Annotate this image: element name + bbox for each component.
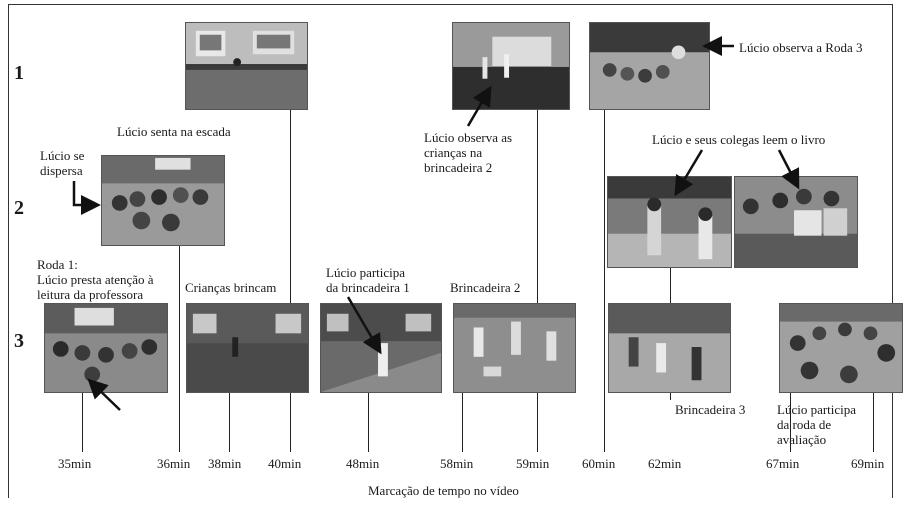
annotation-escada: Lúcio senta na escada <box>117 124 231 139</box>
tick-label: 36min <box>157 456 191 471</box>
row-label-2: 2 <box>14 197 24 219</box>
photo-escada <box>185 22 308 110</box>
timeline-line-59 <box>537 110 538 452</box>
photo-roda1 <box>44 303 168 393</box>
tick-label: 35min <box>58 456 92 471</box>
row-label-3: 3 <box>14 330 24 352</box>
annotation-participa-line1: Lúcio participa <box>326 265 406 280</box>
annotation-avaliacao-line1: Lúcio participa <box>777 402 857 417</box>
annotation-brincadeira3: Brincadeira 3 <box>675 402 746 417</box>
timeline-frame <box>8 4 893 498</box>
photo-leem-livro-2 <box>734 176 858 268</box>
annotation-observa-line2: crianças na <box>424 145 483 160</box>
row-label-1: 1 <box>14 62 24 84</box>
timeline-line-38 <box>229 335 230 452</box>
annotation-leem: Lúcio e seus colegas leem o livro <box>652 132 826 147</box>
annotation-avaliacao-line2: da roda de <box>777 417 832 432</box>
annotation-dispersa-line1: Lúcio se <box>40 148 85 163</box>
photo-brincadeira3 <box>608 303 731 393</box>
photo-leem-livro-1 <box>607 176 732 268</box>
timeline-line-48 <box>368 340 369 452</box>
annotation-participa-line2: da brincadeira 1 <box>326 280 410 295</box>
annotation-observa-line3: brincadeira 2 <box>424 160 493 175</box>
tick-label: 48min <box>346 456 380 471</box>
tick-label: 69min <box>851 456 885 471</box>
tick-label: 59min <box>516 456 550 471</box>
annotation-roda1-line1: Roda 1: <box>37 257 78 272</box>
tick-label: 58min <box>440 456 474 471</box>
photo-observa-brincadeira2 <box>452 22 570 110</box>
timeline-line-60 <box>604 110 605 452</box>
timeline-line-62 <box>670 195 671 400</box>
tick-label: 67min <box>766 456 800 471</box>
timeline-line-67 <box>790 340 791 452</box>
annotation-roda1-line2: Lúcio presta atenção à <box>37 272 154 287</box>
annotation-brincam: Crianças brincam <box>185 280 277 295</box>
annotation-roda3: Lúcio observa a Roda 3 <box>739 40 863 55</box>
photo-participa-brincadeira1 <box>320 303 442 393</box>
timeline-line-35 <box>82 390 83 452</box>
x-axis-label: Marcação de tempo no vídeo <box>368 483 519 498</box>
tick-label: 38min <box>208 456 242 471</box>
photo-roda-avaliacao <box>779 303 903 393</box>
annotation-roda1-line3: leitura da professora <box>37 287 144 302</box>
tick-label: 62min <box>648 456 682 471</box>
photo-dispersa <box>101 155 225 246</box>
photo-criancas-brincam <box>186 303 309 393</box>
timeline-line-69 <box>873 366 874 452</box>
annotation-avaliacao-line3: avaliação <box>777 432 827 447</box>
annotation-dispersa-line2: dispersa <box>40 163 83 178</box>
timeline-line-40 <box>290 110 291 452</box>
tick-label: 40min <box>268 456 302 471</box>
tick-label: 60min <box>582 456 616 471</box>
annotation-brincadeira2: Brincadeira 2 <box>450 280 521 295</box>
annotation-observa-line1: Lúcio observa as <box>424 130 513 145</box>
timeline-line-36 <box>179 178 180 452</box>
photo-brincadeira2 <box>453 303 576 393</box>
photo-roda3 <box>589 22 710 110</box>
